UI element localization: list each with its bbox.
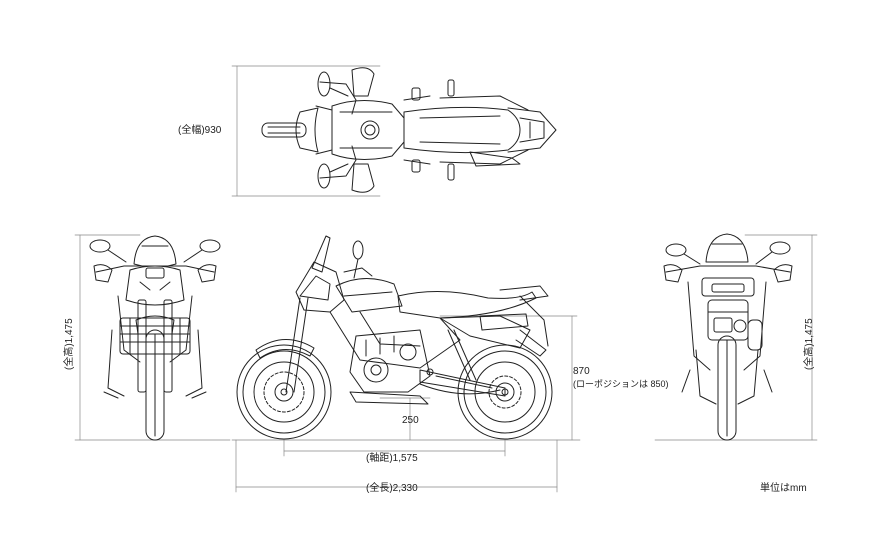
- seat-height-low-label: (ローポジションは 850): [573, 379, 669, 389]
- ground-clearance-label: 250: [402, 415, 419, 426]
- rear-view-drawing: [663, 233, 793, 441]
- front-view-drawing: [89, 235, 221, 441]
- overall-height-left-label: (全高)1,475: [64, 318, 75, 370]
- wheelbase-label: (軸距)1,575: [366, 453, 418, 464]
- seat-height-label: 870: [573, 366, 590, 377]
- overall-length-label: (全長)2,330: [366, 483, 418, 494]
- overall-width-label: (全幅)930: [178, 125, 222, 136]
- top-view-drawing: [261, 67, 557, 193]
- unit-label: 単位はmm: [760, 483, 807, 494]
- side-view-drawing: [236, 235, 553, 440]
- overall-height-right-label: (全高)1,475: [804, 318, 815, 370]
